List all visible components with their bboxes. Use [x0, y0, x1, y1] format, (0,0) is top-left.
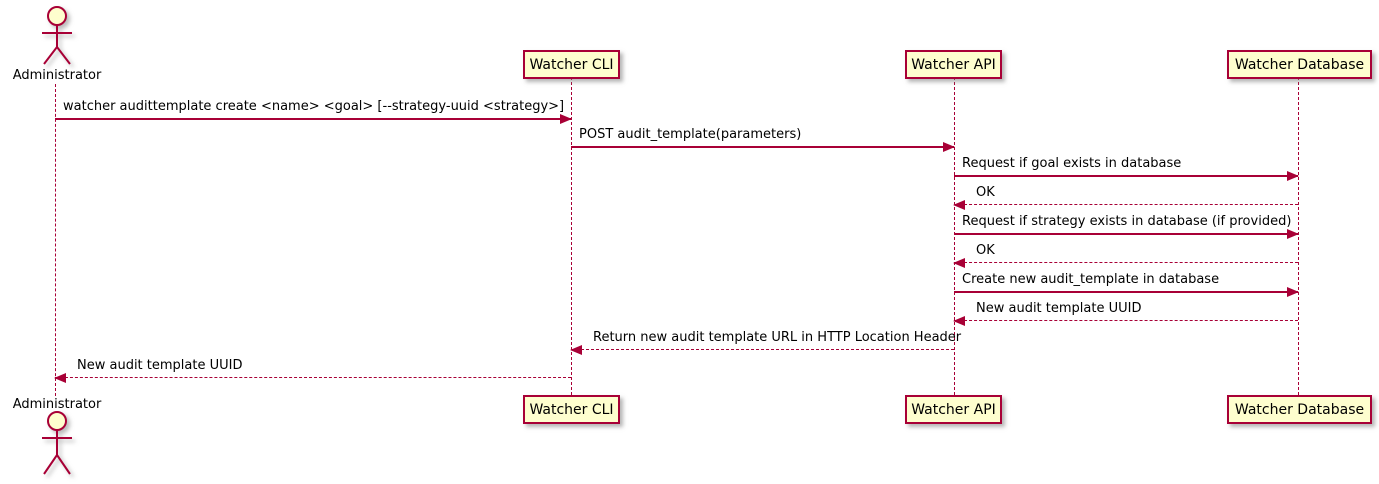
participant-watcher-api-bottom: Watcher API	[905, 395, 1002, 424]
lifeline-watcher-api	[954, 77, 955, 395]
arrowhead-right-icon	[943, 142, 955, 152]
arrowhead-left-icon	[953, 258, 965, 268]
actor-label: Administrator	[12, 397, 102, 412]
participant-label: Watcher Database	[1234, 401, 1365, 418]
participant-watcher-cli-bottom: Watcher CLI	[523, 395, 620, 424]
actor-label: Administrator	[12, 68, 102, 83]
message-label: New audit template UUID	[976, 301, 1142, 316]
participant-watcher-cli-top: Watcher CLI	[523, 50, 620, 79]
arrowhead-right-icon	[1287, 229, 1299, 239]
message-line	[55, 118, 571, 120]
actor-administrator-top	[35, 5, 79, 71]
message-line	[954, 233, 1298, 235]
actor-icon	[42, 411, 72, 475]
participant-label: Watcher API	[911, 401, 996, 418]
participant-label: Watcher CLI	[529, 401, 614, 418]
message-line	[571, 146, 954, 148]
arrowhead-left-icon	[953, 200, 965, 210]
participant-watcher-api-top: Watcher API	[905, 50, 1002, 79]
message-line	[571, 349, 954, 350]
message-label: Request if strategy exists in database (…	[962, 214, 1292, 229]
message-label: Return new audit template URL in HTTP Lo…	[593, 330, 962, 345]
actor-icon	[42, 6, 72, 65]
arrowhead-right-icon	[1287, 171, 1299, 181]
message-line	[55, 377, 571, 378]
participant-watcher-database-top: Watcher Database	[1227, 50, 1372, 79]
message-line	[954, 262, 1298, 263]
arrowhead-left-icon	[570, 345, 582, 355]
message-label: Create new audit_template in database	[962, 272, 1220, 287]
message-line	[954, 204, 1298, 205]
message-label: Request if goal exists in database	[962, 156, 1182, 171]
message-line	[954, 291, 1298, 293]
message-label: POST audit_template(parameters)	[579, 127, 802, 142]
message-line	[954, 175, 1298, 177]
participant-watcher-database-bottom: Watcher Database	[1227, 395, 1372, 424]
arrowhead-right-icon	[1287, 287, 1299, 297]
arrowhead-left-icon	[54, 373, 66, 383]
message-label: OK	[976, 185, 995, 200]
participant-label: Watcher CLI	[529, 56, 614, 73]
lifeline-administrator	[55, 84, 56, 396]
message-label: watcher audittemplate create <name> <goa…	[63, 99, 565, 114]
arrowhead-right-icon	[560, 114, 572, 124]
message-label: New audit template UUID	[77, 358, 243, 373]
message-line	[954, 320, 1298, 321]
message-label: OK	[976, 243, 995, 258]
participant-label: Watcher API	[911, 56, 996, 73]
lifeline-watcher-cli	[571, 77, 572, 395]
arrowhead-left-icon	[953, 316, 965, 326]
participant-label: Watcher Database	[1234, 56, 1365, 73]
actor-administrator-bottom	[35, 410, 79, 484]
